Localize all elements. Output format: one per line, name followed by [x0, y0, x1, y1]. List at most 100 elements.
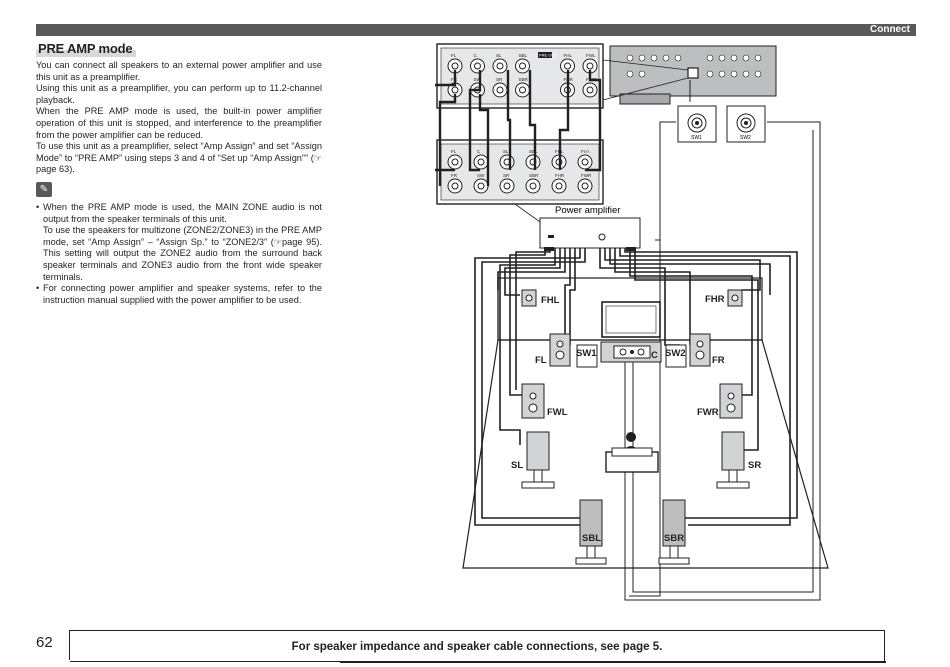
label-fwr: FWR: [697, 407, 719, 418]
tv: [601, 301, 661, 338]
rca-jack-center: [451, 62, 459, 70]
jack-label: SBL: [529, 149, 538, 154]
section-header-bar: Connect: [36, 24, 916, 36]
rca-jack-center: [581, 158, 589, 166]
jack-label: SBR: [519, 77, 529, 82]
jack-label: SL: [496, 53, 502, 58]
pencil-note-icon: ✎: [36, 182, 52, 197]
note-text: When the PRE AMP mode is used, the MAIN …: [43, 202, 322, 224]
speaker-sl: [521, 431, 555, 489]
amp-input-terminal-box: [436, 139, 604, 223]
rca-jack-center: [477, 182, 485, 190]
jack-label: FWL: [581, 149, 591, 154]
preout-terminal-box: [436, 43, 689, 109]
footer-note: For speaker impedance and speaker cable …: [70, 630, 885, 662]
jack-label: FHL: [564, 53, 573, 58]
section-title: Connect: [870, 24, 910, 35]
label-sr: SR: [748, 460, 761, 471]
sub-label: SW1: [691, 135, 702, 141]
speaker-sbl: [575, 499, 607, 565]
jack-label: SBR: [529, 173, 539, 178]
jack-label: FL: [451, 53, 457, 58]
rca-jack-center: [451, 158, 459, 166]
label-fhr: FHR: [705, 294, 725, 305]
intro-text: You can connect all speakers to an exter…: [36, 60, 322, 176]
speaker-sw2: [665, 344, 687, 368]
jack-label: SW: [474, 77, 482, 82]
rca-jack-center: [496, 86, 504, 94]
footer-underline: [340, 661, 886, 663]
preout-badge: [538, 52, 552, 58]
subwoofer-sw1: SW1: [677, 105, 717, 143]
speaker-fl: [549, 333, 571, 367]
label-sl: SL: [511, 460, 523, 471]
note-item: For connecting power amplifier and speak…: [36, 283, 322, 306]
speaker-sw1: [576, 344, 598, 368]
jack-label: FR: [451, 173, 458, 178]
rca-jack-center: [529, 182, 537, 190]
rca-jack-center: [519, 62, 526, 70]
jack-label: C: [477, 149, 481, 154]
rca-jack-center: [555, 182, 563, 190]
power-amplifier: [539, 217, 641, 251]
label-c: C: [651, 350, 658, 361]
speaker-center: [600, 341, 662, 363]
intro-paragraph: When the PRE AMP mode is used, the built…: [36, 106, 322, 140]
label-fwl: FWL: [547, 407, 568, 418]
rca-jack-center: [451, 86, 459, 94]
notes-list: When the PRE AMP mode is used, the MAIN …: [36, 202, 322, 306]
rca-jack-center: [581, 182, 589, 190]
speaker-fr: [689, 333, 711, 367]
intro-paragraph: Using this unit as a preamplifier, you c…: [36, 83, 322, 105]
speaker-sr: [716, 431, 750, 489]
sub-label: SW2: [740, 135, 751, 141]
speaker-fwr: [719, 383, 743, 419]
label-sw1: SW1: [576, 348, 597, 359]
jack-label: SR: [496, 77, 503, 82]
subwoofer-sw2: SW2: [726, 105, 766, 143]
jack-label: SL: [503, 149, 509, 154]
speaker-labels: FHL FHR FL FR C SW1 SW2 FWL FWR SL SR SB…: [511, 294, 761, 544]
jack-label: SR: [503, 173, 510, 178]
label-sw2: SW2: [665, 348, 686, 359]
intro-paragraph: To use this unit as a preamplifier, sele…: [36, 141, 322, 175]
rca-jack-center: [474, 62, 481, 70]
footer-divider: [69, 630, 70, 660]
rca-jack-center: [477, 158, 485, 166]
power-amp-label: Power amplifier: [555, 205, 620, 216]
receiver-back-panel: [609, 45, 777, 105]
speaker-fwl: [521, 383, 545, 419]
jack-label: SW: [477, 173, 485, 178]
speaker-wires: [474, 248, 798, 526]
note-text: To use the speakers for multizone (ZONE2…: [43, 225, 322, 282]
speaker-fhr: [727, 289, 743, 307]
label-sbl: SBL: [582, 533, 601, 544]
intro-paragraph: You can connect all speakers to an exter…: [36, 60, 322, 82]
label-fhl: FHL: [541, 295, 560, 306]
jack-label: FL: [451, 149, 457, 154]
rca-jack-center: [451, 182, 459, 190]
note-item: When the PRE AMP mode is used, the MAIN …: [36, 202, 322, 283]
label-fr: FR: [712, 355, 725, 366]
jack-label: FHR: [555, 173, 565, 178]
rca-cables: [435, 70, 602, 186]
label-sbr: SBR: [664, 533, 684, 544]
rca-jack-center: [519, 86, 526, 94]
jack-label: FWR: [581, 173, 592, 178]
page-number: 62: [36, 634, 53, 651]
jack-label: FWL: [586, 53, 596, 58]
jack-label: C: [474, 53, 478, 58]
jack-label: SBL: [519, 53, 528, 58]
label-fl: FL: [535, 355, 547, 366]
rca-jack-center: [503, 182, 511, 190]
rca-jack-center: [586, 86, 594, 94]
rca-jack-center: [496, 62, 504, 70]
page-heading: PRE AMP mode: [36, 41, 137, 57]
speaker-sbr: [658, 499, 690, 565]
rca-jack-center: [586, 62, 594, 70]
amp-in-badge: IN: [585, 150, 590, 156]
rca-jack-center: [564, 62, 571, 70]
speaker-fhl: [521, 289, 537, 307]
